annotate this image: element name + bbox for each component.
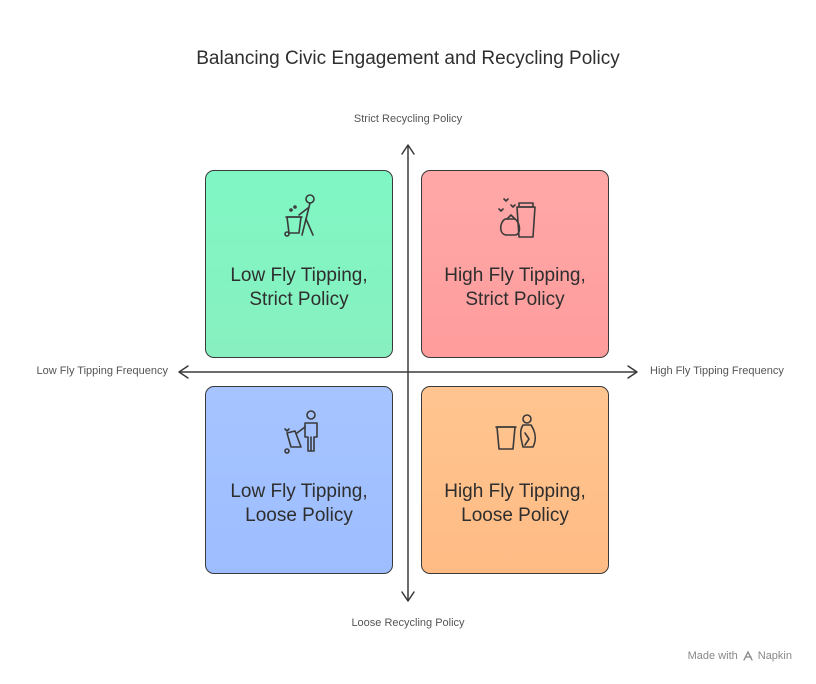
quadrant-label-line1: High Fly Tipping, — [444, 481, 586, 502]
axis-label-left: Low Fly Tipping Frequency — [36, 365, 168, 377]
quadrant-label-line2: Loose Policy — [461, 505, 569, 526]
vertical-axis-arrow-top — [401, 144, 415, 155]
quadrant-label-line1: Low Fly Tipping, — [230, 481, 368, 502]
vertical-axis-arrow-bottom — [401, 591, 415, 602]
footer-made-with: Made with — [687, 650, 738, 662]
horizontal-axis-arrow-right — [627, 365, 638, 379]
quadrant-high-fly-tipping-loose-policy: High Fly Tipping, Loose Policy — [421, 386, 609, 574]
axis-label-right: High Fly Tipping Frequency — [650, 365, 784, 377]
quadrant-label-line2: Strict Policy — [249, 289, 349, 310]
quadrant-label-line1: Low Fly Tipping, — [230, 265, 368, 286]
diagram-title: Balancing Civic Engagement and Recycling… — [196, 48, 620, 69]
person-with-bin-icon — [284, 410, 318, 454]
quadrant-high-fly-tipping-strict-policy: High Fly Tipping, Strict Policy — [421, 170, 609, 358]
quadrant-label-line1: High Fly Tipping, — [444, 265, 586, 286]
horizontal-axis-arrow-left — [178, 365, 189, 379]
quadrant-label-line2: Loose Policy — [245, 505, 353, 526]
bin-and-bag-icon — [495, 414, 536, 450]
footer-attribution: Made with Napkin — [688, 650, 792, 662]
quadrant-label-line2: Strict Policy — [465, 289, 565, 310]
footer-brand: Napkin — [757, 650, 792, 662]
axis-label-top: Strict Recycling Policy — [353, 113, 463, 125]
napkin-logo-icon — [743, 650, 753, 661]
person-disposing-bin-icon — [284, 194, 315, 237]
quadrant-low-fly-tipping-strict-policy: Low Fly Tipping, Strict Policy — [205, 170, 393, 358]
axis-label-bottom: Loose Recycling Policy — [351, 617, 465, 629]
quadrant-low-fly-tipping-loose-policy: Low Fly Tipping, Loose Policy — [205, 386, 393, 574]
trash-bag-and-bin-icon — [498, 198, 536, 238]
